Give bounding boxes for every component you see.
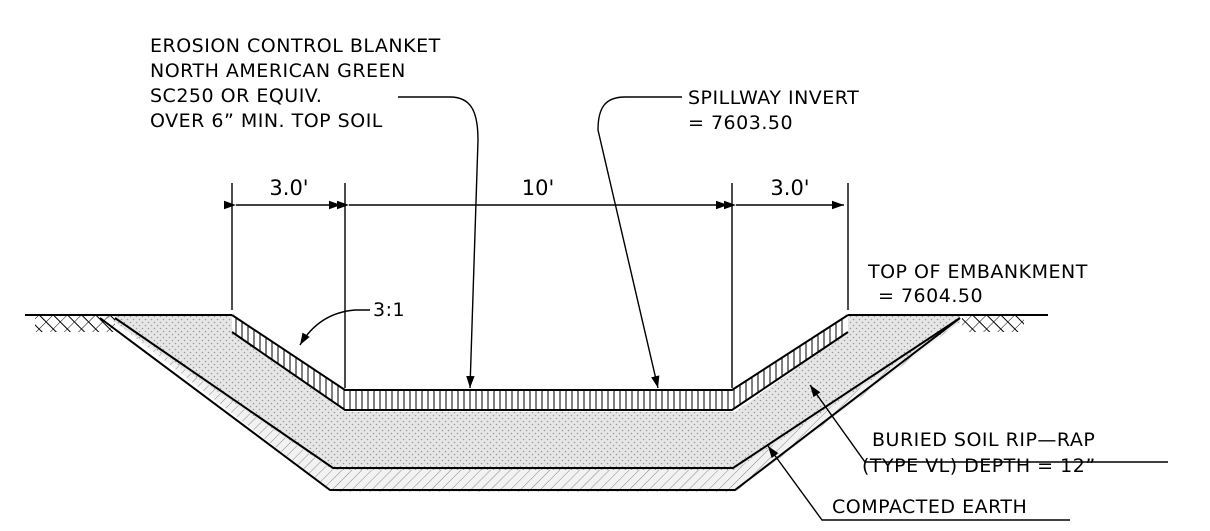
embankment-callout-line1: TOP OF EMBANKMENT <box>867 261 1088 283</box>
ground-hatch-left <box>35 316 115 332</box>
blanket-bottom-line <box>231 331 849 411</box>
blanket-callout-line3: SC250 OR EQUIV. <box>150 85 322 107</box>
blanket-callout-line2: NORTH AMERICAN GREEN <box>150 60 406 82</box>
dim-right-label: 3.0' <box>770 176 809 200</box>
riprap-callout-line1: BURIED SOIL RIP—RAP <box>872 429 1095 451</box>
dim-center-label: 10' <box>522 176 555 200</box>
ground-hatch-right <box>962 316 1024 332</box>
blanket-callout-line1: EROSION CONTROL BLANKET <box>150 35 441 57</box>
embankment-callout-line2: = 7604.50 <box>878 285 983 307</box>
slope-label: 3:1 <box>373 299 405 321</box>
blanket-hatch <box>235 317 843 410</box>
erosion-blanket-band <box>232 315 848 412</box>
earth-callout: COMPACTED EARTH <box>832 496 1027 518</box>
blanket-leader <box>398 96 479 389</box>
channel-surface-line <box>231 314 849 391</box>
riprap-callout-line2: (TYPE VL) DEPTH = 12” <box>862 455 1096 477</box>
earth-leader <box>767 445 1070 521</box>
dim-left-label: 3.0' <box>269 176 308 200</box>
invert-callout-line2: = 7603.50 <box>688 112 793 134</box>
riprap-leader <box>809 384 1168 463</box>
slope-leader <box>299 309 370 346</box>
invert-callout-line1: SPILLWAY INVERT <box>688 87 859 109</box>
earth-bottom-line <box>99 317 961 491</box>
blanket-callout-line4: OVER 6” MIN. TOP SOIL <box>150 110 383 132</box>
invert-leader <box>597 96 682 389</box>
riprap-bottom-line <box>114 317 961 469</box>
